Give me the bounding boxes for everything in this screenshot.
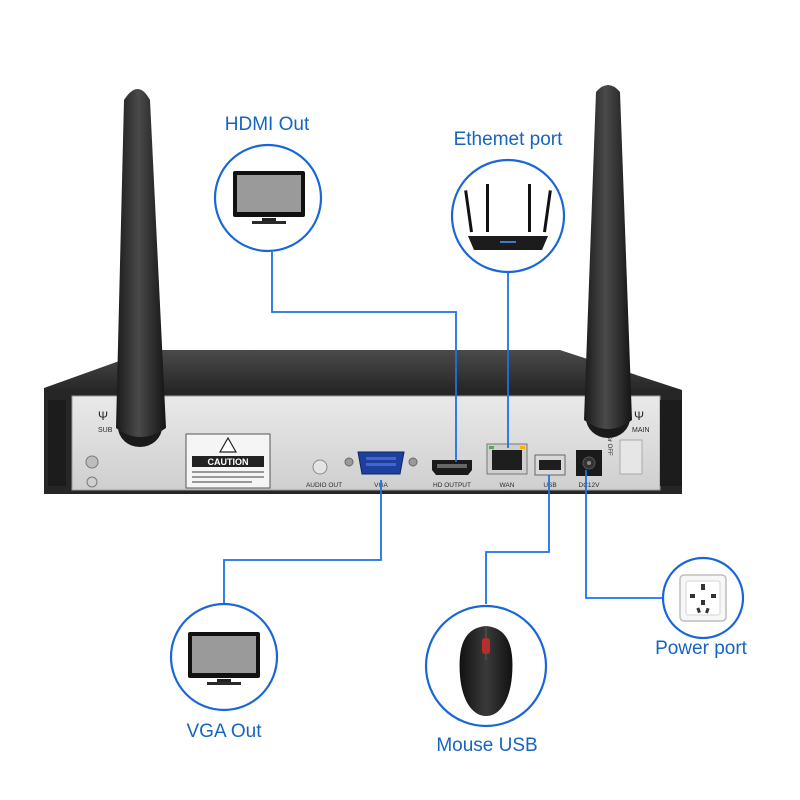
ground-icon xyxy=(86,476,98,488)
monitor-icon xyxy=(233,171,305,224)
caution-label: CAUTION xyxy=(208,457,249,467)
audio-out-jack[interactable] xyxy=(312,459,328,475)
ethernet-callout-label: Ethemet port xyxy=(454,129,563,150)
monitor-icon xyxy=(188,632,260,685)
wan-port[interactable] xyxy=(486,443,528,475)
power-connector-line xyxy=(585,470,664,599)
hdmi-port-label: HD OUTPUT xyxy=(433,482,471,489)
vga-port[interactable] xyxy=(344,451,418,475)
audio-out-label: AUDIO OUT xyxy=(306,482,342,489)
usb-connector-line xyxy=(485,475,550,604)
vga-callout: VGA Out xyxy=(169,602,279,742)
power-switch-recess xyxy=(619,439,643,475)
power-off-label: Power OFF xyxy=(606,425,612,456)
hdmi-callout: HDMI Out xyxy=(213,114,323,253)
sub-label: SUB xyxy=(98,427,113,434)
dc12v-label: DC12V xyxy=(579,482,601,489)
main-label: MAIN xyxy=(632,427,650,434)
mouse-callout-label: Mouse USB xyxy=(436,735,537,756)
mouse-callout: Mouse USB xyxy=(424,604,548,756)
mouse-icon xyxy=(459,626,513,716)
caution-sticker: CAUTION xyxy=(185,433,271,489)
power-callout-label: Power port xyxy=(655,638,748,659)
hdmi-connector-line xyxy=(271,252,457,462)
wan-port-label: WAN xyxy=(500,482,515,489)
antenna-symbol-icon: Ψ xyxy=(634,409,644,423)
antenna-symbol-icon: Ψ xyxy=(98,409,108,423)
screw-icon xyxy=(85,455,99,469)
antenna-right xyxy=(584,85,632,438)
warning-icon xyxy=(218,436,238,453)
power-outlet-icon xyxy=(679,574,727,622)
dc-power-jack[interactable] xyxy=(576,450,602,476)
power-callout: Power port xyxy=(655,556,748,659)
hdmi-callout-label: HDMI Out xyxy=(225,114,310,135)
vga-connector-line xyxy=(223,480,382,605)
vga-callout-label: VGA Out xyxy=(187,721,263,742)
usb-port-label: USB xyxy=(543,482,556,489)
connector-lines xyxy=(223,252,664,605)
usb-port[interactable] xyxy=(534,454,566,476)
nvr-top-surface xyxy=(44,350,682,400)
hdmi-port[interactable] xyxy=(432,460,472,475)
router-icon xyxy=(464,184,552,250)
antenna-left xyxy=(116,89,166,447)
ethernet-callout: Ethemet port xyxy=(450,129,566,274)
